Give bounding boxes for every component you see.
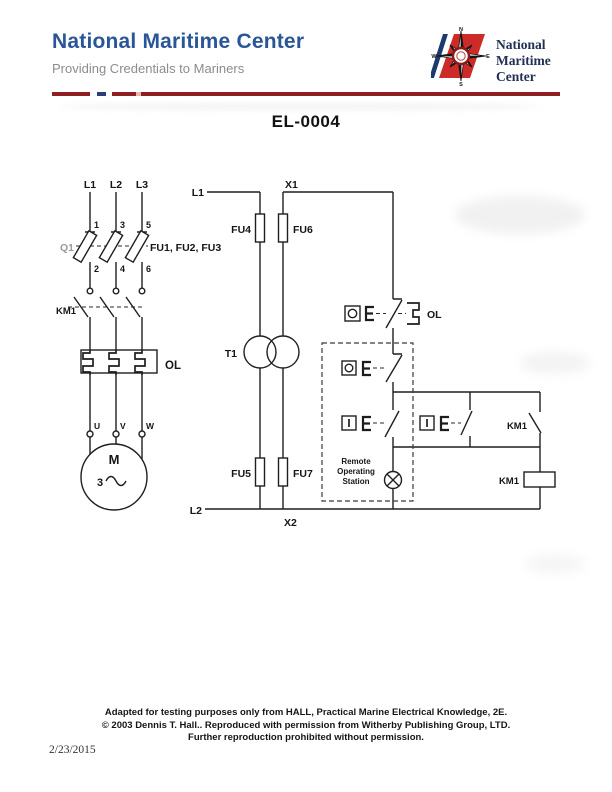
overload-heaters	[82, 350, 146, 375]
document-number: EL-0004	[271, 112, 341, 131]
compass-n: N	[459, 27, 463, 33]
local-start-button	[419, 415, 435, 431]
local-stop-contact-blade	[385, 299, 403, 329]
fuse-blade-fu1	[72, 229, 98, 264]
remote-stop-contact-blade	[385, 354, 403, 383]
transformer-primary-coil	[243, 335, 277, 369]
remote-station-label-2: Operating	[337, 467, 375, 476]
contactor-blades	[73, 296, 141, 318]
phase-label-l1: L1	[84, 179, 96, 191]
local-start-operator-icon	[439, 415, 449, 432]
control-label-l2: L2	[190, 505, 202, 517]
fuse-blade-fu2	[98, 229, 124, 264]
disconnect-label-q1: Q1	[60, 242, 74, 254]
power-wires	[89, 192, 143, 459]
compass-letters: N E S W	[431, 27, 490, 86]
motor-term-label-w: W	[146, 421, 155, 431]
terminal-2: 2	[94, 264, 99, 274]
copyright-line-3: Further reproduction prohibited without …	[188, 732, 424, 743]
copyright-line-1: Adapted for testing purposes only from H…	[104, 707, 508, 718]
copyright-notice: Adapted for testing purposes only from H…	[0, 707, 612, 745]
control-label-x1: X1	[285, 179, 298, 191]
remote-start-operator-icon	[361, 415, 371, 432]
phase-label-l2: L2	[110, 179, 122, 191]
km1-aux-contact-blade	[528, 412, 542, 434]
page-subtitle: Providing Credentials to Mariners	[52, 61, 245, 76]
fuse-group-label: FU1, FU2, FU3	[150, 242, 221, 254]
overload-trip-icon	[407, 302, 420, 325]
control-label-x2: X2	[284, 517, 297, 529]
contactor-terminal	[86, 287, 94, 295]
control-wires	[205, 191, 541, 510]
local-stop-button-o-glyph	[347, 308, 358, 319]
motor-term-label-u: U	[94, 421, 100, 431]
fuse-label-fu5: FU5	[231, 468, 251, 480]
motor-circle	[80, 443, 148, 511]
compass-s: S	[459, 82, 463, 86]
motor-letter: M	[109, 452, 120, 467]
remote-stop-button	[341, 360, 357, 376]
remote-station-box	[321, 342, 414, 502]
fuse-fu4	[254, 213, 266, 243]
page-title: National Maritime Center	[52, 30, 305, 53]
overload-contact-label: OL	[427, 309, 442, 321]
power-circuit: L1 L2 L3 1 3 5 2 4 6 Q1 FU1, FU2, FU3 KM…	[56, 179, 221, 511]
transformer-secondary-coil	[266, 335, 300, 369]
indicator-lamp-x	[386, 473, 400, 487]
contactor-terminal	[112, 287, 120, 295]
fuse-fu7	[277, 457, 289, 487]
km1-coil	[523, 471, 556, 488]
terminal-3: 3	[120, 220, 125, 230]
nmc-logo: N E S W	[431, 27, 490, 86]
local-stop-operator-icon	[364, 305, 374, 322]
header-rule	[52, 92, 560, 96]
local-stop-button	[344, 305, 361, 322]
fuse-label-fu6: FU6	[293, 224, 313, 236]
contactor-terminal	[138, 287, 146, 295]
control-label-l1: L1	[192, 187, 204, 199]
contactor-label-km1: KM1	[56, 306, 77, 317]
logo-line-3: Center	[496, 69, 536, 84]
fuse-label-fu7: FU7	[293, 468, 313, 480]
logo-line-1: National	[496, 37, 546, 52]
fuse-fu6	[277, 213, 289, 243]
compass-w: W	[431, 54, 437, 60]
motor-sine-wave	[105, 475, 127, 487]
remote-stop-button-o-glyph	[344, 363, 354, 373]
remote-start-contact-blade	[384, 410, 400, 438]
motor-phase-count: 3	[97, 477, 103, 489]
phase-label-l3: L3	[136, 179, 148, 191]
logo-wordmark: National Maritime Center	[496, 37, 551, 85]
stop-contact-seats	[393, 298, 402, 355]
logo-line-2: Maritime	[496, 53, 551, 68]
control-circuit: L1 X1 FU4 FU6 T1 FU5 FU7 L2 X2 OL KM1 KM…	[190, 179, 556, 529]
motor-terminal-u	[86, 430, 94, 438]
compass-e: E	[486, 54, 490, 60]
overload-label-ol: OL	[165, 360, 181, 372]
motor-term-label-v: V	[120, 421, 126, 431]
overload-box	[80, 349, 158, 374]
remote-station-label-1: Remote	[341, 457, 371, 466]
fuse-label-fu4: FU4	[231, 224, 251, 236]
remote-stop-operator-icon	[361, 360, 371, 377]
terminal-5: 5	[146, 220, 151, 230]
copyright-line-2: © 2003 Dennis T. Hall.. Reproduced with …	[101, 719, 511, 731]
km1-aux-contact-label: KM1	[507, 421, 528, 432]
fuse-blade-fu3	[124, 229, 150, 264]
page-date: 2/23/2015	[49, 744, 96, 756]
terminal-6: 6	[146, 264, 151, 274]
terminal-4: 4	[120, 264, 125, 274]
compass-rose-icon	[435, 30, 487, 82]
fuse-fu5	[254, 457, 266, 487]
km1-coil-label: KM1	[499, 476, 520, 487]
terminal-1: 1	[94, 220, 99, 230]
actuator-links	[373, 312, 461, 424]
transformer-label-t1: T1	[225, 348, 237, 360]
local-start-contact-blade	[460, 410, 473, 436]
remote-start-button	[341, 415, 357, 431]
remote-station-label-3: Station	[342, 477, 369, 486]
motor-terminal-v	[112, 430, 120, 438]
motor-terminal-w	[138, 430, 146, 438]
